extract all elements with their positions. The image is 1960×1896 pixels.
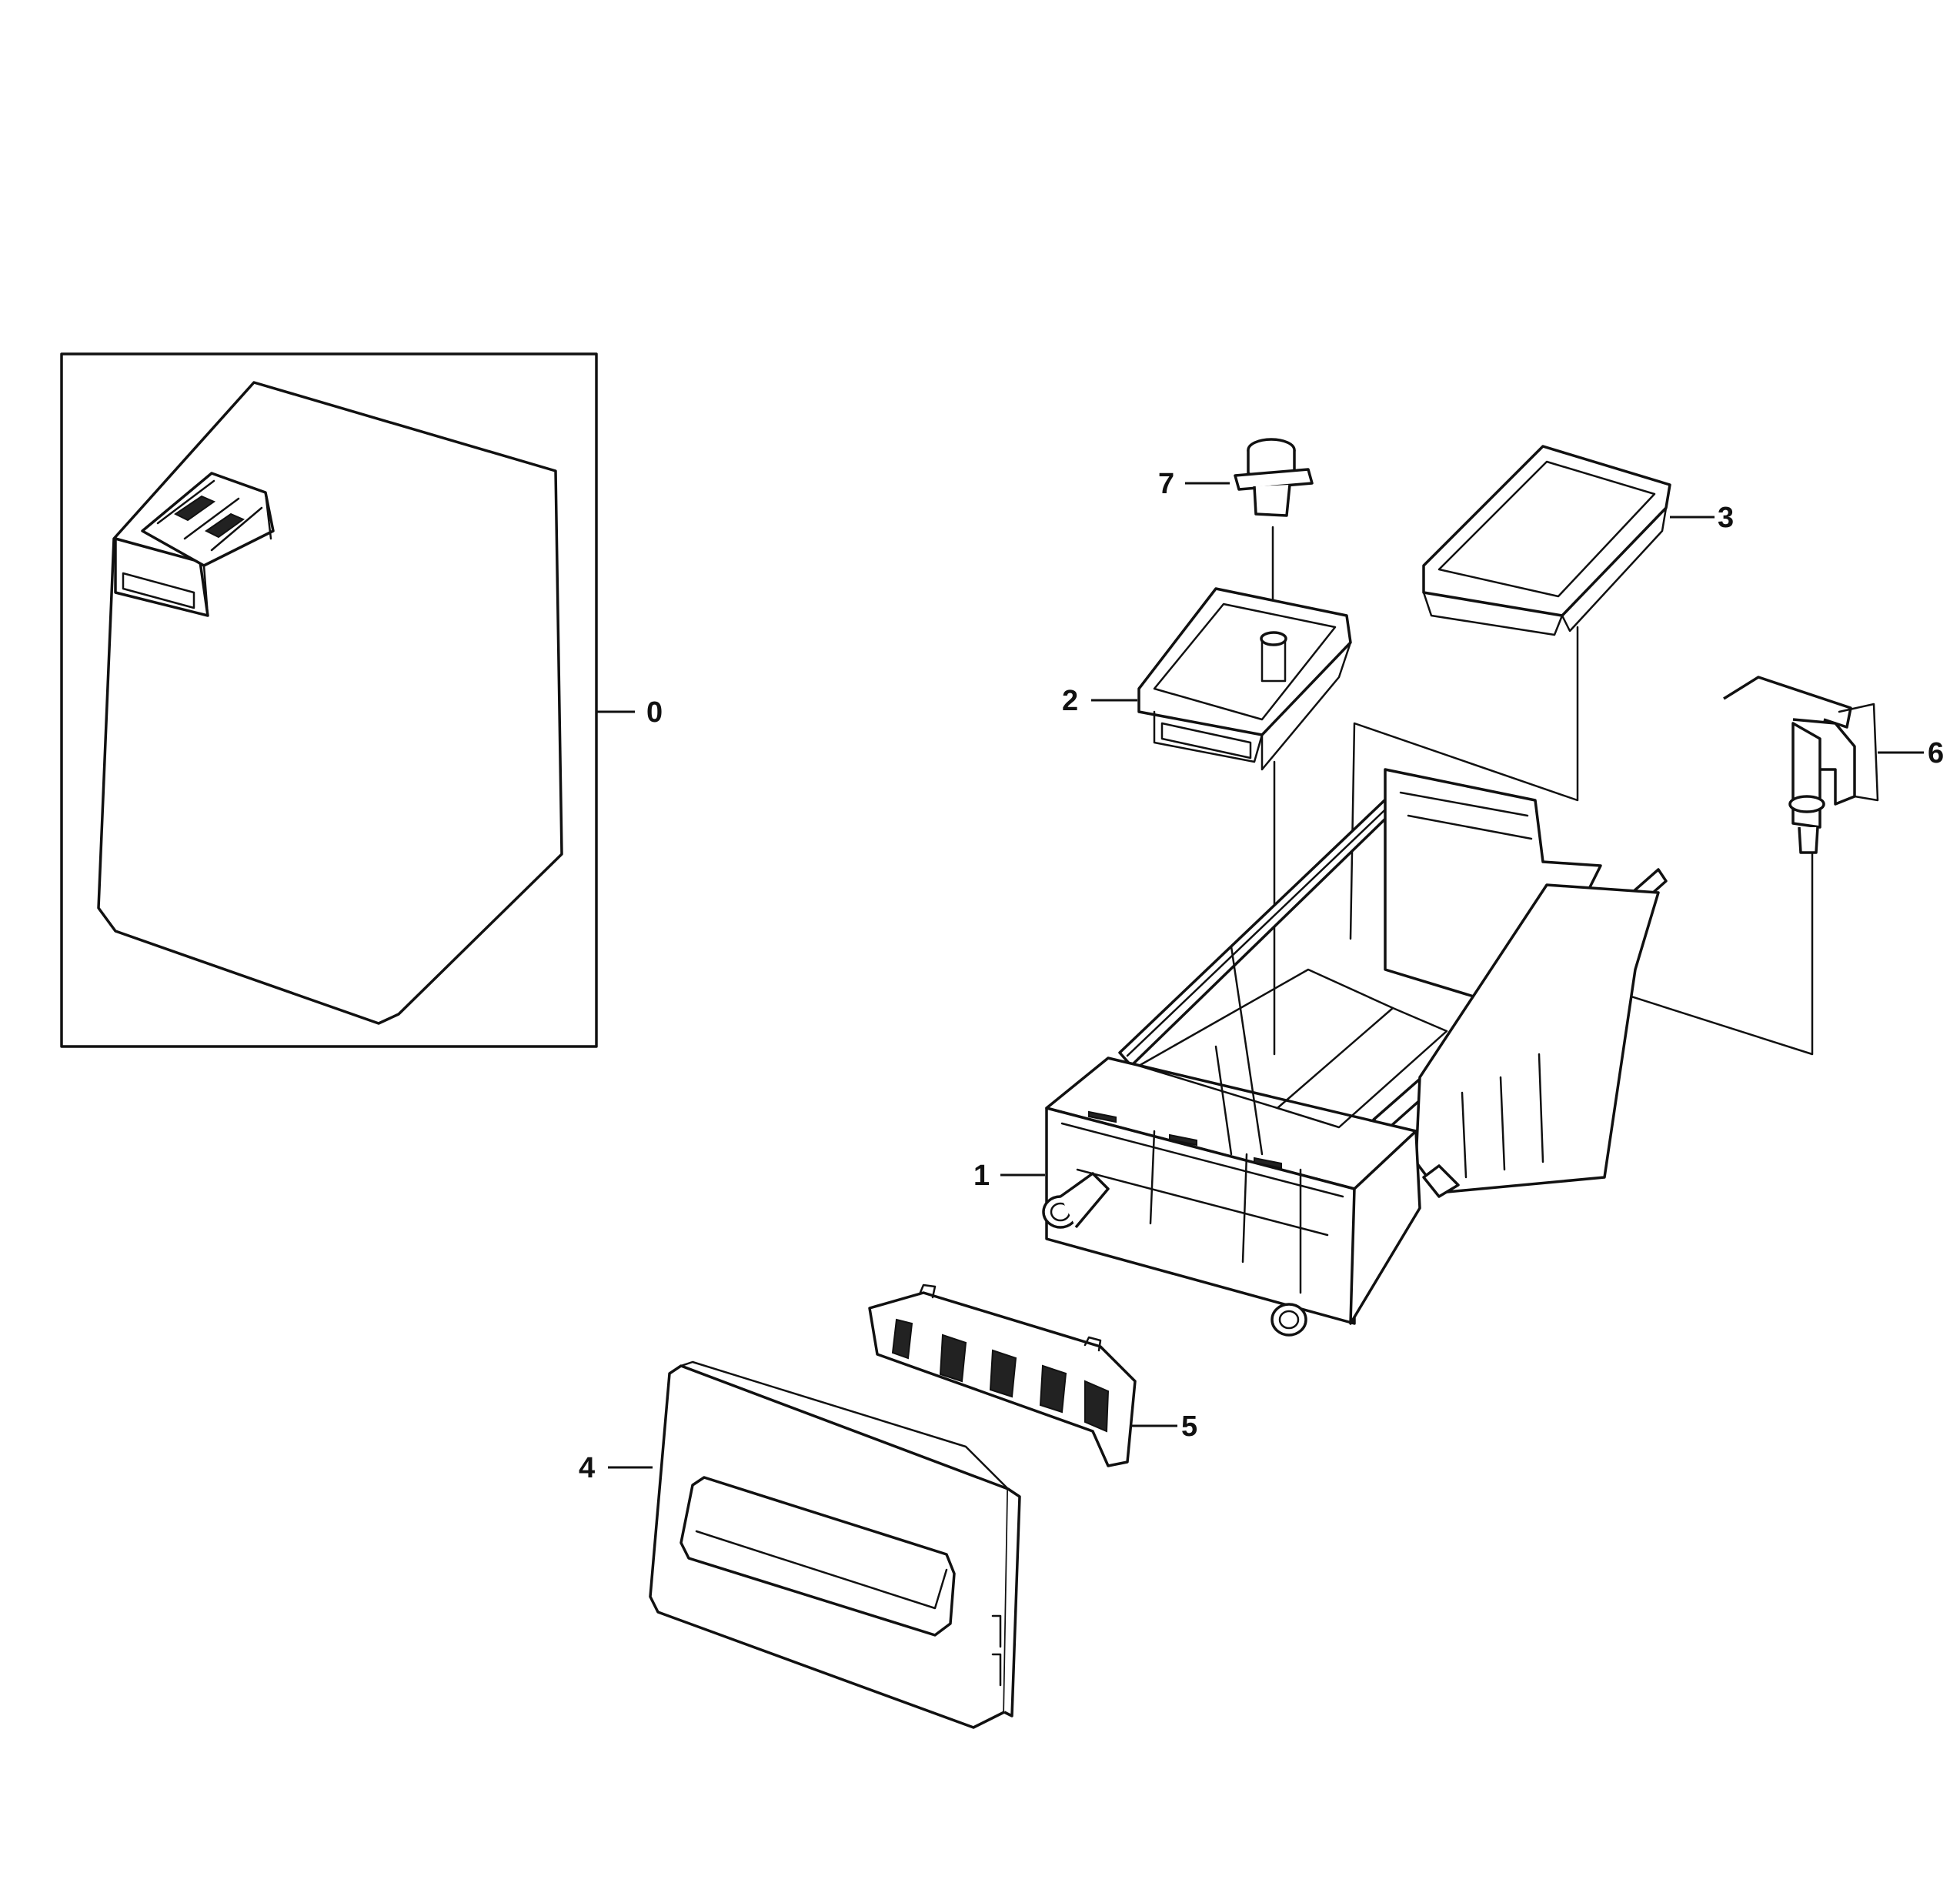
callout-4: 4 xyxy=(579,1452,595,1484)
part-1-housing xyxy=(1000,768,1668,1337)
part-4-handle xyxy=(608,1360,1021,1729)
callout-5: 5 xyxy=(1181,1410,1197,1443)
part-2-cup xyxy=(1091,587,1352,1056)
callout-2: 2 xyxy=(1062,685,1078,717)
callout-0: 0 xyxy=(646,696,663,729)
callout-6: 6 xyxy=(1928,737,1944,769)
callout-1: 1 xyxy=(973,1160,990,1192)
part-6-bracket xyxy=(1461,676,1924,1056)
part-5-insert xyxy=(868,1283,1177,1467)
assembly-inset xyxy=(60,352,635,1048)
callout-7: 7 xyxy=(1158,468,1174,500)
assembly-dispenser xyxy=(114,472,275,617)
callout-3: 3 xyxy=(1718,502,1734,534)
